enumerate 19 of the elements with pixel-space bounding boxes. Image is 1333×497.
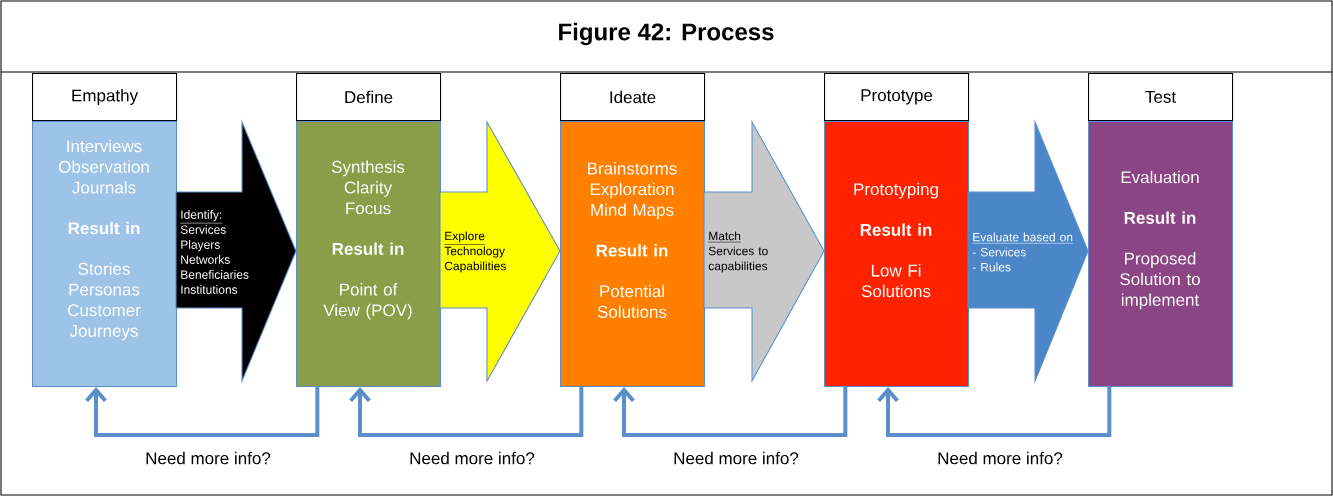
edge-label: Need more info?	[674, 451, 799, 465]
stage-box: Brainstorms Exploration Mind Maps Result in Potential Solutions	[560, 121, 706, 388]
stage-header: Test	[1088, 72, 1234, 121]
stage-box: Evaluation Result in Proposed Solution to implement	[1088, 121, 1234, 388]
stage-header: Prototype	[824, 72, 970, 121]
feedback-arrow	[613, 387, 848, 438]
stage-header: Empathy	[32, 72, 178, 121]
feedback-arrow	[349, 387, 584, 438]
edge-label: Need more info?	[410, 451, 535, 465]
stage-header: Ideate	[560, 72, 706, 121]
feedback-arrow	[85, 387, 320, 438]
stage-box: Prototyping Result in Low Fi Solutions	[824, 121, 970, 388]
stage-header: Define	[296, 72, 442, 121]
stage-box: Synthesis Clarity Focus Result in Point of View (POV)	[296, 121, 442, 388]
feedback-arrow	[877, 387, 1112, 438]
figure-title: Figure 42: Process	[559, 22, 774, 46]
edge-label: Need more info?	[938, 451, 1063, 465]
stage-box: Interviews Observation Journals Result in Stories Personas Customer Journeys	[32, 121, 178, 388]
edge-label: Need more info?	[146, 451, 271, 465]
